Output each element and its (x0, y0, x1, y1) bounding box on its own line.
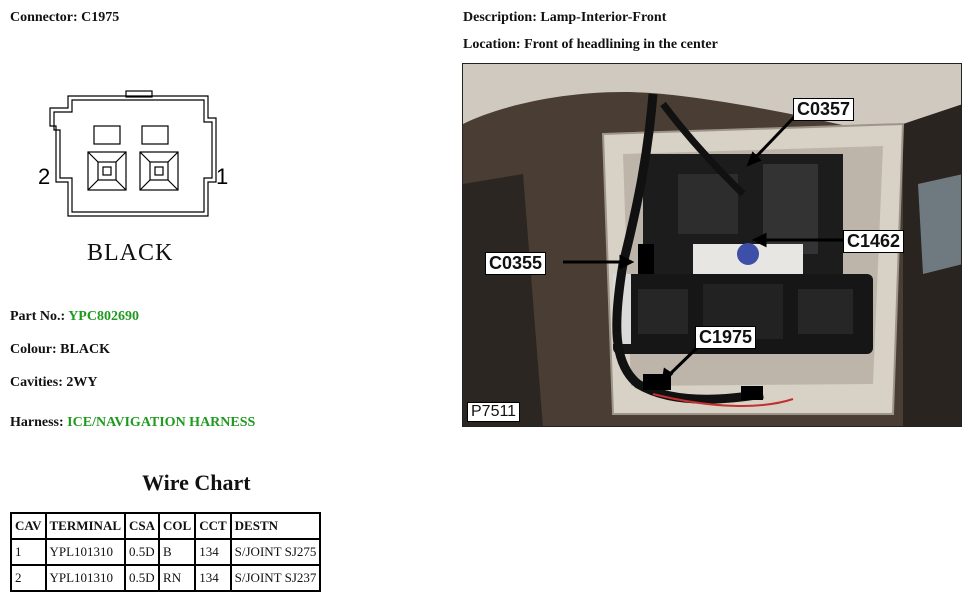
description-line: Description: Lamp-Interior-Front (463, 10, 666, 26)
wire-chart-header-row: CAV TERMINAL CSA COL CCT DESTN (10, 512, 322, 540)
harness-value: ICE/NAVIGATION HARNESS (67, 415, 256, 430)
header-csa: CSA (124, 512, 161, 540)
header-col: COL (158, 512, 197, 540)
part-no-value: YPC802690 (68, 309, 139, 324)
cell-col: RN (158, 564, 197, 592)
cell-cav: 2 (10, 564, 47, 592)
harness-line: Harness: ICE/NAVIGATION HARNESS (10, 415, 255, 431)
cell-csa: 0.5D (124, 564, 161, 592)
colour-line: Colour: BLACK (10, 342, 110, 358)
cell-cct: 134 (194, 538, 232, 566)
cell-destn: S/JOINT SJ237 (229, 564, 322, 592)
wire-chart-title: Wire Chart (142, 470, 251, 495)
header-cct: CCT (194, 512, 232, 540)
photo-reference: P7511 (467, 402, 521, 422)
cell-csa: 0.5D (124, 538, 161, 566)
pin-1-label: 1 (216, 164, 228, 189)
callout-c0357: C0357 (793, 98, 855, 121)
header-terminal: TERMINAL (44, 512, 127, 540)
table-row: 1 YPL101310 0.5D B 134 S/JOINT SJ275 (10, 538, 322, 566)
diagram-colour-label: BLACK (87, 240, 174, 266)
description-label: Description: (463, 10, 537, 25)
cell-destn: S/JOINT SJ275 (229, 538, 322, 566)
location-value: Front of headlining in the center (524, 37, 718, 52)
wire-chart-table: CAV TERMINAL CSA COL CCT DESTN 1 YPL1013… (10, 512, 322, 592)
connector-value: C1975 (81, 10, 120, 25)
callout-c0355: C0355 (485, 252, 547, 275)
part-no-label: Part No.: (10, 309, 66, 324)
header-destn: DESTN (229, 512, 322, 540)
cavities-line: Cavities: 2WY (10, 375, 98, 391)
callout-c1975: C1975 (695, 326, 757, 349)
colour-value: BLACK (60, 342, 110, 357)
connector-label: Connector: (10, 10, 78, 25)
description-value: Lamp-Interior-Front (540, 10, 667, 25)
cavities-value: 2WY (66, 375, 98, 390)
colour-label: Colour: (10, 342, 57, 357)
cell-col: B (158, 538, 197, 566)
cell-terminal: YPL101310 (44, 564, 127, 592)
connector-line: Connector: C1975 (10, 10, 119, 26)
location-photo: C0357 C1462 C0355 C1975 P7511 (462, 63, 962, 427)
cell-cct: 134 (194, 564, 232, 592)
cavities-label: Cavities: (10, 375, 63, 390)
location-line: Location: Front of headlining in the cen… (463, 37, 718, 53)
part-no-line: Part No.: YPC802690 (10, 309, 139, 325)
location-label: Location: (463, 37, 521, 52)
callout-c1462: C1462 (843, 230, 905, 253)
pin-2-label: 2 (38, 164, 50, 189)
cell-terminal: YPL101310 (44, 538, 127, 566)
connector-face-diagram: 2 1 (38, 90, 228, 217)
header-cav: CAV (10, 512, 47, 540)
harness-label: Harness: (10, 415, 64, 430)
table-row: 2 YPL101310 0.5D RN 134 S/JOINT SJ237 (10, 564, 322, 592)
cell-cav: 1 (10, 538, 47, 566)
